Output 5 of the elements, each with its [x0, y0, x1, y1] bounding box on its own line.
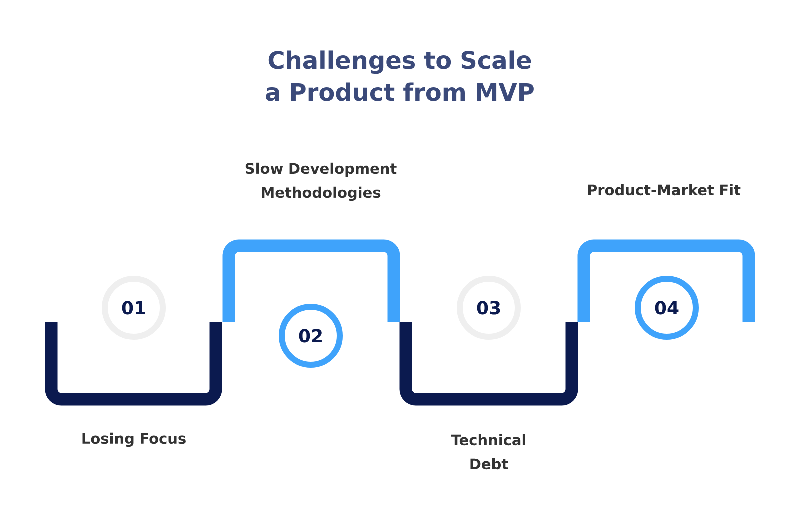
step-label: Technical Debt: [451, 434, 526, 470]
title: Challenges to Scale a Product from MVP: [266, 50, 534, 102]
step-label: Product-Market Fit: [588, 184, 741, 196]
step-label: Slow Development Methodologies: [246, 162, 397, 202]
step-label: Losing Focus: [82, 432, 186, 448]
